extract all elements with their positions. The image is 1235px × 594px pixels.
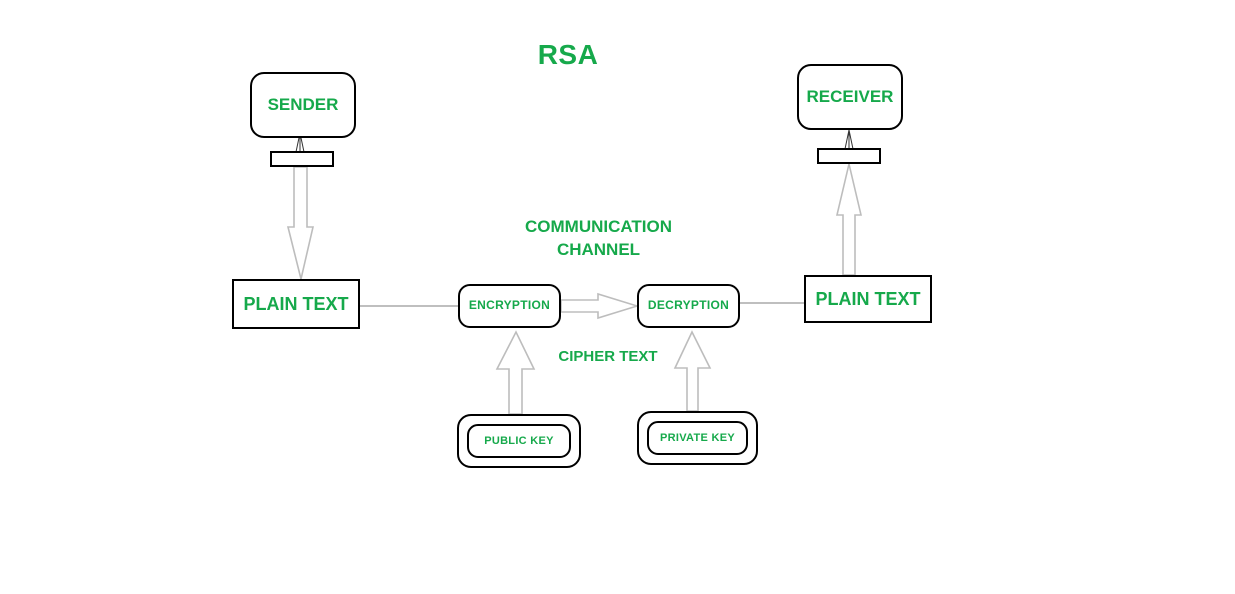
receiver-stand xyxy=(817,148,881,164)
edge-encryption-to-decryption xyxy=(560,292,640,320)
cipher-text-label: CIPHER TEXT xyxy=(558,348,658,365)
decryption-node[interactable]: DECRYPTION xyxy=(637,284,740,328)
public-key-node[interactable]: PUBLIC KEY xyxy=(457,414,581,468)
encryption-node[interactable]: ENCRYPTION xyxy=(458,284,561,328)
edge-sender-to-plain-text-left xyxy=(286,166,315,280)
plain-text-right-node[interactable]: PLAIN TEXT xyxy=(804,275,932,323)
edge-public-key-to-encryption xyxy=(495,330,536,415)
edge-plain-text-right-to-receiver xyxy=(835,163,863,276)
sender-stand xyxy=(270,151,334,167)
sender-node[interactable]: SENDER xyxy=(250,72,356,138)
private-key-node[interactable]: PRIVATE KEY xyxy=(637,411,758,465)
edge-private-key-to-decryption xyxy=(673,330,712,412)
receiver-node[interactable]: RECEIVER xyxy=(797,64,903,130)
communication-channel-label: COMMUNICATION CHANNEL xyxy=(525,217,672,259)
plain-text-left-node[interactable]: PLAIN TEXT xyxy=(232,279,360,329)
public-key-label: PUBLIC KEY xyxy=(467,424,571,458)
diagram-title: RSA xyxy=(537,38,599,70)
private-key-label: PRIVATE KEY xyxy=(647,421,748,455)
edge-receiver-stand-to-receiver xyxy=(844,129,854,150)
